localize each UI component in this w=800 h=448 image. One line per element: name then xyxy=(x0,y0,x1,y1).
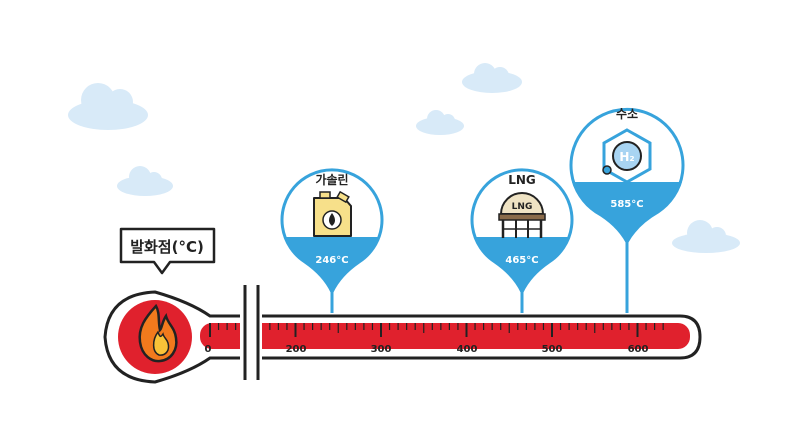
marker-gasoline: 가솔린 246°C xyxy=(280,168,384,313)
scale-label: 500 xyxy=(542,344,563,355)
cloud-icon xyxy=(416,110,464,135)
marker-lng: LNG LNG 465°C xyxy=(470,168,574,313)
scale-label: 600 xyxy=(628,344,649,355)
marker-value: 465°C xyxy=(505,255,538,266)
mercury-column xyxy=(200,323,690,349)
cloud-icon xyxy=(68,83,148,130)
marker-name: LNG xyxy=(508,173,536,187)
scale-label: 200 xyxy=(286,344,307,355)
marker-value: 246°C xyxy=(315,255,348,266)
lng-tank-icon: LNG xyxy=(498,192,546,238)
scale-label: 400 xyxy=(457,344,478,355)
scale-label: 0 xyxy=(205,344,212,355)
thermometer xyxy=(103,285,702,384)
hydrogen-label: H₂ xyxy=(619,150,634,164)
lng-tank-label: LNG xyxy=(512,202,533,212)
flame-icon xyxy=(138,303,178,363)
scale-ticks xyxy=(209,323,664,337)
fuel-can-icon xyxy=(313,190,352,237)
marker-hydrogen: 수소 H₂ 585°C xyxy=(569,107,685,313)
cloud-icon xyxy=(117,166,173,196)
cloud-icon xyxy=(672,220,740,253)
marker-name: 가솔린 xyxy=(315,172,348,187)
hydrogen-icon: H₂ xyxy=(602,128,652,184)
cloud-icon xyxy=(462,63,522,93)
marker-value: 585°C xyxy=(610,199,643,210)
scale-label: 300 xyxy=(371,344,392,355)
marker-name: 수소 xyxy=(616,107,638,121)
title-bubble: 발화점(°C) xyxy=(119,227,216,275)
chart-title: 발화점(°C) xyxy=(130,238,204,256)
scale-labels: 0 200 300 400 500 600 xyxy=(205,344,649,355)
